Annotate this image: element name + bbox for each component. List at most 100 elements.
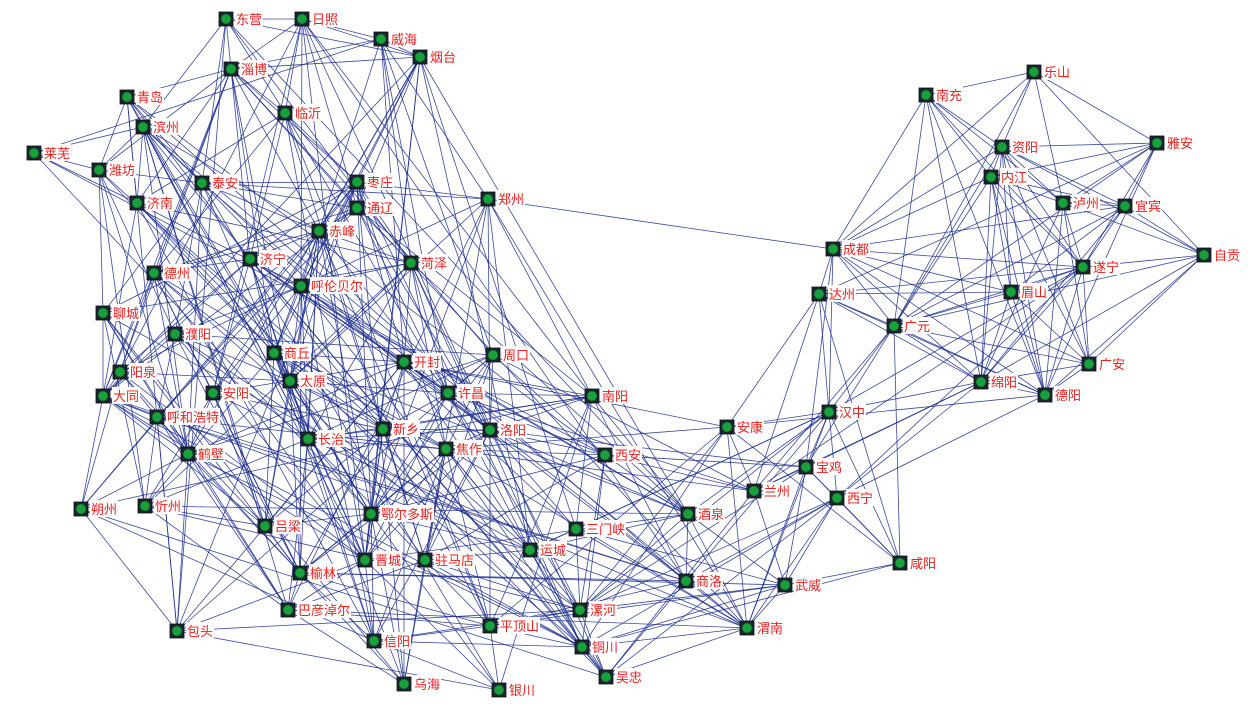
edge-binzhou-jining [142, 126, 251, 260]
node-changzhi[interactable]: 长治 [300, 430, 345, 448]
node-xian[interactable]: 西安 [597, 446, 642, 464]
node-puyang[interactable]: 濮阳 [167, 325, 212, 343]
node-taiyuan[interactable]: 太原 [282, 372, 327, 390]
node-yibin[interactable]: 宜宾 [1117, 197, 1162, 215]
node-tongliao[interactable]: 通辽 [349, 199, 394, 217]
edge-dongying-taian [201, 18, 227, 184]
node-yuncheng[interactable]: 运城 [522, 541, 567, 559]
node-shangqiu[interactable]: 商丘 [266, 344, 311, 362]
node-tongchuan[interactable]: 铜川 [574, 638, 619, 656]
edge-liaocheng-zaozhuang [102, 181, 358, 314]
node-yangquan[interactable]: 阳泉 [112, 363, 157, 381]
node-nanyang[interactable]: 南阳 [584, 387, 629, 405]
node-pingdingshan[interactable]: 平顶山 [482, 617, 540, 635]
node-shangluo[interactable]: 商洛 [678, 572, 723, 590]
node-label-bg [601, 387, 629, 404]
node-label-bg [413, 353, 441, 370]
node-hulunbuir[interactable]: 呼伦贝尔 [293, 277, 364, 295]
node-zhoukou[interactable]: 周口 [485, 346, 530, 364]
node-label: 鹤壁 [198, 447, 224, 463]
node-laiwu[interactable]: 莱芜 [26, 144, 71, 162]
node-neijiang[interactable]: 内江 [983, 168, 1028, 186]
node-xianyang[interactable]: 咸阳 [892, 554, 937, 572]
node-ziyang[interactable]: 资阳 [994, 138, 1039, 156]
node-weinan[interactable]: 渭南 [739, 619, 784, 637]
node-deyang[interactable]: 德阳 [1037, 386, 1082, 404]
node-label-bg [112, 387, 140, 404]
node-label-bg [935, 86, 963, 103]
node-qingdao[interactable]: 青岛 [119, 88, 164, 106]
node-jiuquan[interactable]: 酒泉 [680, 505, 725, 523]
node-chengdu[interactable]: 成都 [825, 240, 870, 258]
node-guangyuan[interactable]: 广元 [886, 317, 931, 335]
node-rizhao[interactable]: 日照 [294, 10, 339, 28]
node-dongying[interactable]: 东营 [218, 10, 263, 28]
node-ankang[interactable]: 安康 [719, 418, 764, 436]
node-dot [351, 202, 363, 214]
node-datong[interactable]: 大同 [95, 387, 140, 405]
node-meishan[interactable]: 眉山 [1003, 283, 1048, 301]
edge-qingdao-weifang [98, 96, 128, 171]
node-weifang[interactable]: 潍坊 [91, 161, 136, 179]
node-nanchong[interactable]: 南充 [918, 86, 963, 104]
node-zhengzhou[interactable]: 郑州 [480, 190, 525, 208]
edge-ordos-yulin [299, 513, 372, 574]
node-jining[interactable]: 济宁 [242, 250, 287, 268]
node-zhumadian[interactable]: 驻马店 [417, 551, 475, 569]
node-dezhou[interactable]: 德州 [146, 264, 191, 282]
node-lanzhou[interactable]: 兰州 [746, 482, 791, 500]
node-jinan[interactable]: 济南 [129, 194, 174, 212]
node-wuwei[interactable]: 武威 [777, 576, 822, 594]
node-zibo[interactable]: 淄博 [223, 60, 268, 78]
node-luohe[interactable]: 漯河 [572, 601, 617, 619]
node-label: 德州 [164, 267, 190, 282]
node-chifeng[interactable]: 赤峰 [311, 222, 356, 240]
node-wuhai[interactable]: 乌海 [396, 675, 441, 693]
node-linyi[interactable]: 临沂 [277, 104, 322, 122]
node-anyang[interactable]: 安阳 [205, 384, 250, 402]
node-label: 乌海 [414, 677, 440, 693]
node-xinxiang[interactable]: 新乡 [375, 420, 420, 438]
node-leshan[interactable]: 乐山 [1026, 63, 1071, 81]
node-zaozhuang[interactable]: 枣庄 [349, 173, 394, 191]
node-hanzhong[interactable]: 汉中 [821, 403, 866, 421]
node-xinzhou[interactable]: 忻州 [137, 497, 182, 515]
node-yinchuan[interactable]: 银川 [491, 681, 536, 699]
node-sanmenxia[interactable]: 三门峡 [568, 520, 626, 538]
node-hebi[interactable]: 鹤壁 [180, 445, 225, 463]
node-hohhot[interactable]: 呼和浩特 [149, 408, 220, 426]
node-kaifeng[interactable]: 开封 [396, 353, 441, 371]
node-guangan[interactable]: 广安 [1081, 355, 1126, 373]
node-zigong[interactable]: 自贡 [1196, 246, 1241, 264]
node-binzhou[interactable]: 滨州 [135, 118, 180, 136]
node-taian[interactable]: 泰安 [194, 174, 239, 192]
node-baotou[interactable]: 包头 [169, 622, 214, 640]
node-mianyang[interactable]: 绵阳 [973, 373, 1018, 391]
node-dot [1005, 286, 1017, 298]
node-xuchang[interactable]: 许昌 [440, 384, 485, 402]
edge-ordos-xuchang [370, 392, 449, 515]
node-luoyang[interactable]: 洛阳 [482, 421, 527, 439]
node-bayannur[interactable]: 巴彦淖尔 [280, 601, 351, 619]
node-shuozhou[interactable]: 朔州 [73, 500, 118, 518]
node-label-bg [186, 622, 214, 639]
node-weihai[interactable]: 威海 [373, 30, 418, 48]
node-liaocheng[interactable]: 聊城 [95, 304, 140, 322]
node-luzhou[interactable]: 泸州 [1055, 194, 1100, 212]
node-wuzhong[interactable]: 吴忠 [598, 668, 643, 686]
node-heze[interactable]: 菏泽 [403, 254, 448, 272]
node-ordos[interactable]: 鄂尔多斯 [363, 505, 434, 523]
node-xinyang[interactable]: 信阳 [366, 632, 411, 650]
node-yaan[interactable]: 雅安 [1149, 134, 1194, 152]
node-yantai[interactable]: 烟台 [412, 48, 457, 66]
node-jincheng[interactable]: 晋城 [357, 551, 402, 569]
node-lvliang[interactable]: 吕梁 [257, 517, 302, 535]
node-baoji[interactable]: 宝鸡 [798, 458, 843, 476]
edge-laiwu-weihai [33, 38, 382, 154]
node-xining[interactable]: 西宁 [829, 489, 874, 507]
node-jiaozuo[interactable]: 焦作 [438, 440, 483, 458]
node-dazhou[interactable]: 达州 [811, 285, 856, 303]
node-suining[interactable]: 遂宁 [1075, 258, 1120, 276]
node-label-bg [136, 88, 164, 105]
node-yulin[interactable]: 榆林 [292, 564, 337, 582]
